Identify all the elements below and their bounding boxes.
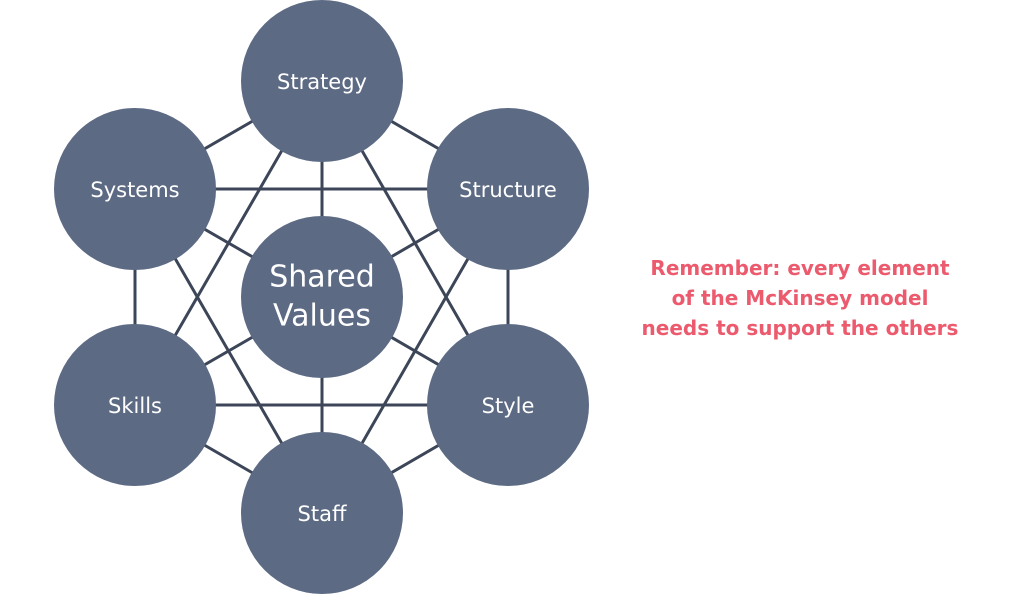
node-style [427,324,589,486]
diagram-nodes: Strategy Structure Style Staff Skills Sy… [54,0,589,594]
node-skills [54,324,216,486]
node-label-structure: Structure [459,178,557,202]
node-label-shared-values-line2: Values [273,299,371,334]
node-systems [54,108,216,270]
node-label-strategy: Strategy [277,70,367,94]
node-label-skills: Skills [108,394,162,418]
node-structure [427,108,589,270]
node-staff [241,432,403,594]
node-shared-values [241,216,403,378]
reminder-note-line-1: Remember: every element [650,256,950,280]
node-label-shared-values-line1: Shared [269,260,375,295]
node-label-staff: Staff [298,502,347,526]
node-strategy [241,0,403,162]
reminder-note-line-3: needs to support the others [641,316,959,340]
reminder-note-line-2: of the McKinsey model [671,286,929,310]
reminder-note: Remember: every element of the McKinsey … [620,253,980,343]
node-label-style: Style [482,394,535,418]
node-label-systems: Systems [90,178,179,202]
